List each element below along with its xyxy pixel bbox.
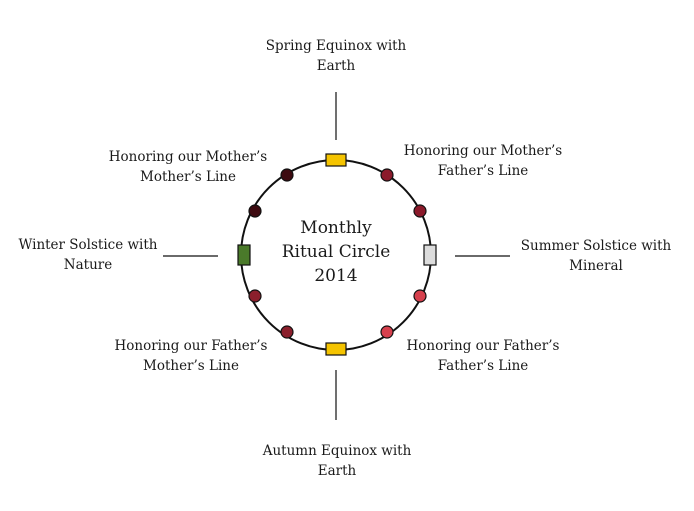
fathers-mother-line-dot xyxy=(280,325,294,339)
mothers-father-line-dot xyxy=(413,204,427,218)
fathers-mother-line-label: Honoring our Father’s Mother’s Line xyxy=(106,336,276,376)
spring-equinox-marker xyxy=(325,153,347,167)
winter-solstice-label: Winter Solstice with Nature xyxy=(8,235,168,275)
mothers-mother-line-label: Honoring our Mother’s Mother’s Line xyxy=(102,147,274,187)
label-line: Spring Equinox with xyxy=(265,38,407,54)
summer-solstice-marker xyxy=(423,244,437,266)
label-line: Mineral xyxy=(569,258,623,274)
center-title-line: 2014 xyxy=(314,266,358,286)
spring-equinox-label: Spring Equinox with Earth xyxy=(256,36,416,76)
label-line: Mother’s Line xyxy=(140,169,236,185)
label-line: Father’s Line xyxy=(437,163,529,179)
label-line: Father’s Line xyxy=(437,358,529,374)
label-line: Summer Solstice with xyxy=(520,238,672,254)
label-line: Honoring our Father’s xyxy=(114,338,268,354)
mothers-mother-line-dot xyxy=(280,168,294,182)
diagram-center-title: Monthly Ritual Circle 2014 xyxy=(274,216,398,288)
autumn-equinox-marker xyxy=(325,342,347,356)
fathers-father-line-label: Honoring our Father’s Father’s Line xyxy=(398,336,568,376)
mothers-father-line-dot xyxy=(380,168,394,182)
label-line: Earth xyxy=(316,58,356,74)
winter-solstice-marker xyxy=(237,244,251,266)
fathers-father-line-dot xyxy=(413,289,427,303)
label-line: Nature xyxy=(63,257,113,273)
center-title-line: Ritual Circle xyxy=(281,242,391,262)
summer-solstice-label: Summer Solstice with Mineral xyxy=(514,236,678,276)
label-line: Earth xyxy=(317,463,357,479)
label-line: Winter Solstice with xyxy=(18,237,158,253)
mothers-father-line-label: Honoring our Mother’s Father’s Line xyxy=(397,141,569,181)
label-line: Honoring our Mother’s xyxy=(108,149,268,165)
label-line: Honoring our Father’s xyxy=(406,338,560,354)
fathers-mother-line-dot xyxy=(248,289,262,303)
center-title-line: Monthly xyxy=(300,218,372,238)
label-line: Autumn Equinox with xyxy=(262,443,412,459)
label-line: Mother’s Line xyxy=(143,358,239,374)
label-line: Honoring our Mother’s xyxy=(403,143,563,159)
autumn-equinox-label: Autumn Equinox with Earth xyxy=(256,441,418,481)
mothers-mother-line-dot xyxy=(248,204,262,218)
fathers-father-line-dot xyxy=(380,325,394,339)
